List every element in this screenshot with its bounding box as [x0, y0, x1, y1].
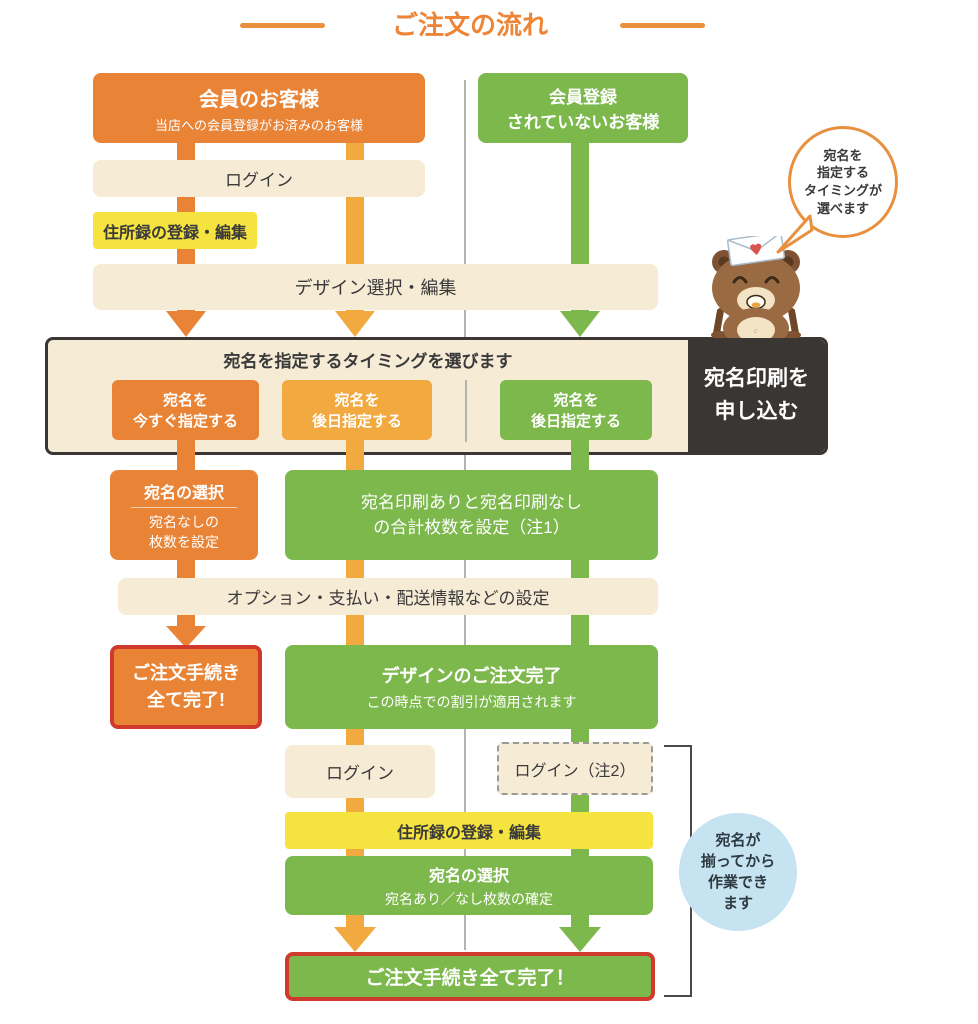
address-select-box-now: 宛名の選択 宛名なしの 枚数を設定 [110, 470, 258, 560]
member-box-subtitle: 当店への会員登録がお済みのお客様 [154, 117, 363, 133]
final-complete-box: ご注文手続き全て完了！ [285, 952, 655, 1001]
arrow-down-guest-final [559, 927, 601, 952]
timing-inner-divider-line [465, 380, 467, 442]
guest-box-line2: されていないお客様 [506, 113, 660, 132]
speech-bubble-line4: 選べます [816, 200, 869, 216]
note-circle-line3: 作業でき [707, 874, 768, 891]
flow-stem-guest-4 [571, 915, 589, 928]
total-quantity-line2: の合計枚数を設定（注1） [373, 518, 570, 537]
address-book-box-top: 住所録の登録・編集 [93, 212, 257, 249]
address-select-now-divider [130, 506, 238, 508]
arrow-down-member-now [166, 311, 206, 337]
option-specify-now: 宛名を 今すぐ指定する [112, 380, 259, 440]
option-specify-later-guest-line2: 後日指定する [530, 413, 621, 430]
speech-bubble-tail [776, 214, 814, 254]
note-circle-line1: 宛名が [715, 832, 761, 849]
speech-bubble-line3: タイミングが [803, 183, 882, 198]
arrow-down-member-later [335, 311, 375, 337]
option-specify-later-member-line2: 後日指定する [311, 413, 402, 430]
option-specify-later-guest: 宛名を 後日指定する [500, 380, 652, 440]
svg-text:c: c [754, 328, 758, 335]
arrow-down-guest [560, 311, 600, 337]
note-circle-line2: 揃ってから [700, 853, 776, 870]
option-specify-later-member: 宛名を 後日指定する [282, 380, 432, 440]
member-box: 会員のお客様 当店への会員登録がお済みのお客様 [93, 73, 425, 143]
timing-section: 宛名を指定するタイミングを選びます 宛名を 今すぐ指定する 宛名を 後日指定する… [45, 337, 828, 455]
page-title: ご注文の流れ [391, 10, 548, 40]
design-order-complete-title: デザインのご注文完了 [381, 666, 562, 686]
arrow-down-later-final [334, 927, 376, 952]
login-box-bottom: ログイン [285, 745, 435, 798]
total-quantity-line1: 宛名印刷ありと宛名印刷なし [361, 492, 582, 512]
address-select-now-title: 宛名の選択 [143, 484, 224, 502]
design-order-complete-subtitle: この時点での割引が適用されます [366, 694, 577, 710]
option-specify-later-member-line1: 宛名を [334, 392, 380, 409]
login-box-top: ログイン [93, 160, 425, 197]
flow-stem-later-4 [346, 915, 364, 928]
address-select-box-later: 宛名の選択 宛名あり／なし枚数の確定 [285, 856, 653, 915]
note-bracket-bottom [664, 995, 692, 997]
apply-addressing-panel: 宛名印刷を 申し込む [688, 340, 825, 452]
guest-box: 会員登録 されていないお客様 [478, 73, 688, 143]
guest-box-line1: 会員登録 [549, 88, 617, 107]
note-circle-line4: ます [722, 895, 753, 912]
order-complete-now-line2: 全て完了! [147, 690, 225, 710]
speech-bubble-line1: 宛名を [823, 147, 863, 163]
address-select-now-line2: 枚数を設定 [149, 533, 219, 550]
apply-addressing-line1: 宛名印刷を [704, 367, 809, 391]
member-box-title: 会員のお客様 [199, 88, 319, 111]
apply-addressing-line2: 申し込む [714, 400, 799, 423]
design-select-box: デザイン選択・編集 [93, 264, 658, 310]
option-specify-later-guest-line1: 宛名を [553, 392, 599, 409]
timing-header: 宛名を指定するタイミングを選びます [223, 352, 513, 371]
speech-bubble-line2: 指定する [816, 165, 869, 181]
address-select-later-title: 宛名の選択 [428, 868, 509, 885]
bear-mascot: c [711, 236, 801, 338]
address-select-later-subtitle: 宛名あり／なし枚数の確定 [385, 891, 553, 907]
address-select-now-line1: 宛名なしの [149, 513, 219, 530]
address-book-box-bottom: 住所録の登録・編集 [285, 812, 653, 849]
note-bracket-top [664, 745, 692, 747]
order-complete-now-line1: ご注文手続き [132, 663, 240, 683]
flow-stem-now-3 [177, 615, 195, 627]
login-note-box: ログイン（注2） [497, 742, 653, 795]
title-dash-right [620, 23, 705, 28]
order-complete-now-box: ご注文手続き 全て完了! [110, 645, 262, 729]
total-quantity-box: 宛名印刷ありと宛名印刷なし の合計枚数を設定（注1） [285, 470, 658, 560]
option-specify-now-line2: 今すぐ指定する [132, 413, 238, 430]
note-circle: 宛名が 揃ってから 作業でき ます [679, 813, 797, 931]
option-specify-now-line1: 宛名を [162, 392, 208, 409]
design-order-complete-box: デザインのご注文完了 この時点での割引が適用されます [285, 645, 658, 729]
arrow-down-now-complete [166, 626, 206, 648]
title-dash-left [240, 23, 325, 28]
options-settings-box: オプション・支払い・配送情報などの設定 [118, 578, 658, 615]
